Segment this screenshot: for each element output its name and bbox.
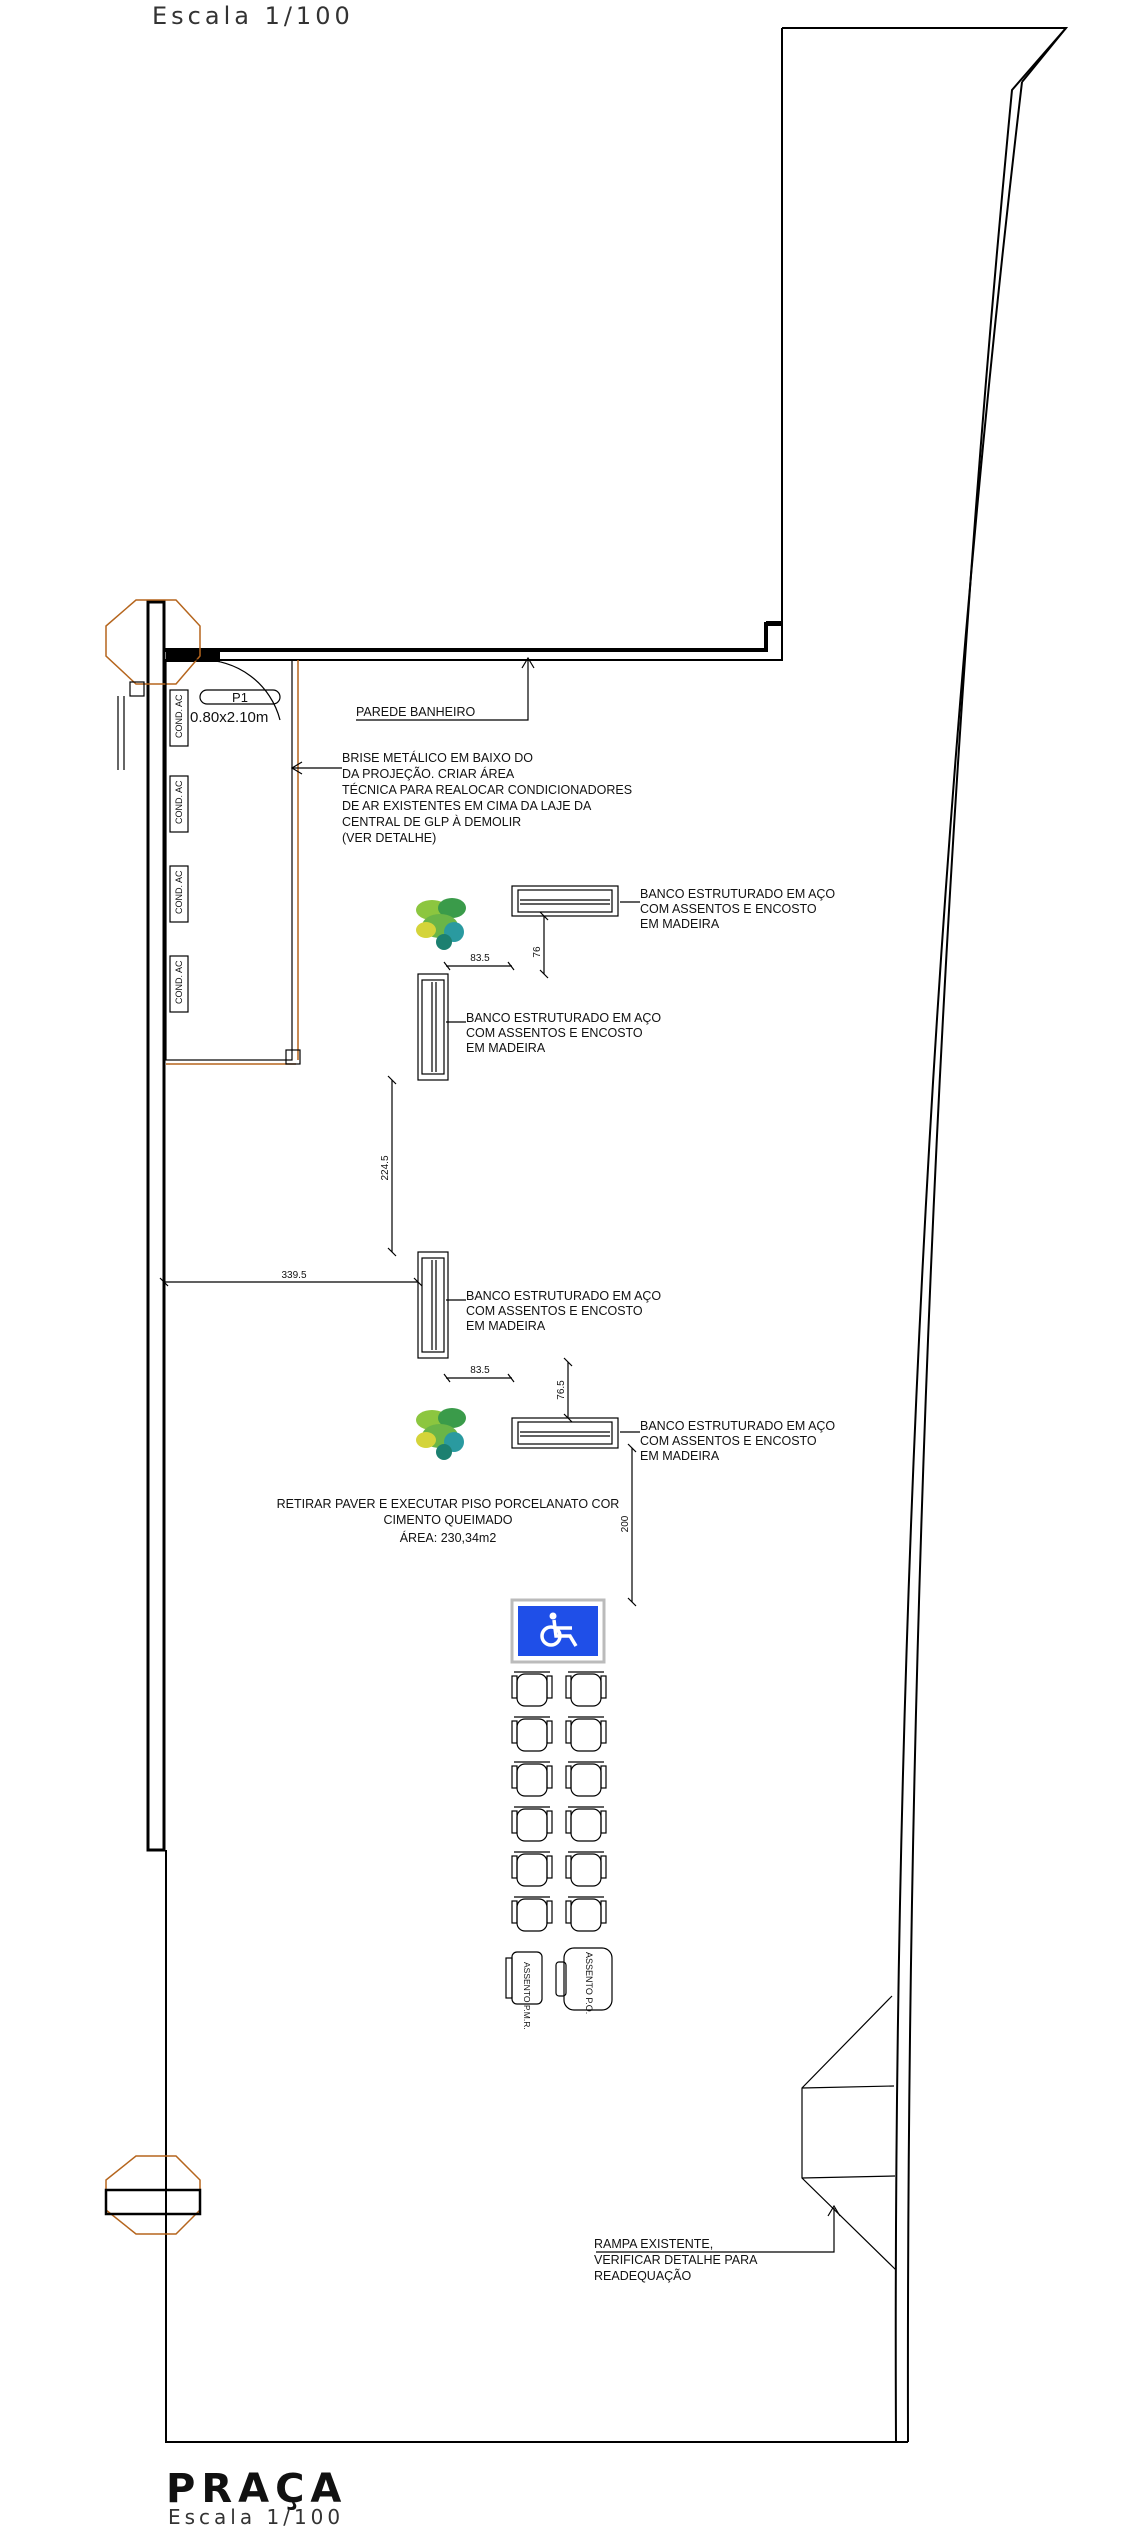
label-parede-banheiro: PAREDE BANHEIRO	[356, 705, 476, 719]
svg-text:EM MADEIRA: EM MADEIRA	[466, 1319, 546, 1333]
bench-3	[417, 1251, 449, 1359]
ac-unit-label: COND. AC	[174, 780, 184, 824]
dimension-label: 76	[532, 946, 543, 958]
chair-icon	[511, 1761, 553, 1797]
label-banco-4: BANCO ESTRUTURADO EM AÇO COM ASSENTOS E …	[640, 1419, 835, 1463]
chair-icon	[565, 1761, 607, 1797]
ramp	[801, 1995, 897, 2271]
dimension-lines: 83.5 76 224.5 339.5 83.5 76.5 200	[159, 911, 637, 1607]
seat-pmr: ASSENTO P.M.R.	[505, 1951, 543, 2030]
chair-icon	[511, 1806, 553, 1842]
column-top	[105, 599, 201, 685]
chair-icon	[511, 1716, 553, 1752]
plaza-boundary	[165, 1850, 908, 2443]
building-outline-right-wall	[766, 28, 783, 623]
svg-text:COM ASSENTOS E ENCOSTO: COM ASSENTOS E ENCOSTO	[640, 902, 817, 916]
door-swing	[199, 659, 281, 721]
dimension-label: 224.5	[380, 1155, 391, 1180]
chair-icon	[511, 1851, 553, 1887]
svg-text:DA PROJEÇÃO. CRIAR ÁREA: DA PROJEÇÃO. CRIAR ÁREA	[342, 766, 515, 781]
svg-text:ASSENTO P.O.: ASSENTO P.O.	[584, 1952, 594, 2014]
curb-inner	[894, 81, 1023, 2443]
column-bottom	[105, 2155, 201, 2235]
label-banco-1: BANCO ESTRUTURADO EM AÇO COM ASSENTOS E …	[640, 887, 835, 931]
chair-icon	[511, 1671, 553, 1707]
ac-unit-label: COND. AC	[174, 694, 184, 738]
wall-solid-segment	[166, 652, 220, 662]
leader-parede	[356, 660, 529, 721]
leader-rampa	[596, 2208, 835, 2253]
ac-unit-label: COND. AC	[174, 870, 184, 914]
svg-text:COM ASSENTOS E ENCOSTO: COM ASSENTOS E ENCOSTO	[466, 1304, 643, 1318]
dimension-label: 83.5	[470, 953, 490, 964]
svg-text:TÉCNICA PARA REALOCAR CONDICIO: TÉCNICA PARA REALOCAR CONDICIONADORES	[342, 782, 632, 797]
svg-text:RETIRAR PAVER E EXECUTAR PISO: RETIRAR PAVER E EXECUTAR PISO PORCELANAT…	[277, 1497, 620, 1511]
label-banco-3: BANCO ESTRUTURADO EM AÇO COM ASSENTOS E …	[466, 1289, 661, 1333]
plant-icon	[416, 898, 466, 950]
dimension-label: 339.5	[281, 1270, 306, 1281]
svg-text:ÁREA: 230,34m2: ÁREA: 230,34m2	[400, 1530, 497, 1545]
chair-icon	[511, 1896, 553, 1932]
door-tag: P1	[232, 690, 248, 705]
bench-1	[511, 885, 619, 917]
plant-icon	[416, 1408, 466, 1460]
label-piso: RETIRAR PAVER E EXECUTAR PISO PORCELANAT…	[277, 1497, 620, 1545]
svg-text:BANCO ESTRUTURADO EM AÇO: BANCO ESTRUTURADO EM AÇO	[640, 887, 835, 901]
svg-text:COM ASSENTOS E ENCOSTO: COM ASSENTOS E ENCOSTO	[640, 1434, 817, 1448]
svg-text:EM MADEIRA: EM MADEIRA	[640, 1449, 720, 1463]
bathroom-wall-inner	[164, 622, 783, 661]
dimension-label: 200	[620, 1515, 631, 1532]
chair-icon	[565, 1806, 607, 1842]
facade-wall	[146, 600, 166, 1852]
door-tag-box	[199, 689, 281, 705]
projection-column	[285, 1049, 301, 1065]
svg-text:ASSENTO P.M.R.: ASSENTO P.M.R.	[522, 1962, 532, 2030]
drawing-title: PRAÇA	[166, 2466, 347, 2512]
chair-icon	[565, 1896, 607, 1932]
seat-po: ASSENTO P.O.	[555, 1947, 613, 2014]
scale-top: Escala 1/100	[152, 2, 354, 30]
door-size: 0.80x2.10m	[190, 709, 268, 726]
svg-text:READEQUAÇÃO: READEQUAÇÃO	[594, 2269, 692, 2283]
svg-text:EM MADEIRA: EM MADEIRA	[466, 1041, 546, 1055]
svg-text:COM ASSENTOS E ENCOSTO: COM ASSENTOS E ENCOSTO	[466, 1026, 643, 1040]
chair-icon	[565, 1851, 607, 1887]
building-outline-top	[782, 27, 1069, 83]
label-banco-2: BANCO ESTRUTURADO EM AÇO COM ASSENTOS E …	[466, 1011, 661, 1055]
label-rampa: RAMPA EXISTENTE, VERIFICAR DETALHE PARA …	[594, 2237, 758, 2283]
bathroom-wall	[164, 622, 782, 652]
chair-icon	[565, 1716, 607, 1752]
svg-text:BRISE METÁLICO EM BAIXO DO: BRISE METÁLICO EM BAIXO DO	[342, 750, 533, 765]
svg-text:CIMENTO QUEIMADO: CIMENTO QUEIMADO	[384, 1513, 513, 1527]
ac-unit-label: COND. AC	[174, 960, 184, 1004]
svg-text:BANCO ESTRUTURADO EM AÇO: BANCO ESTRUTURADO EM AÇO	[640, 1419, 835, 1433]
svg-text:RAMPA EXISTENTE,: RAMPA EXISTENTE,	[594, 2237, 713, 2251]
bench-4	[511, 1417, 619, 1449]
svg-text:CENTRAL DE GLP À DEMOLIR: CENTRAL DE GLP À DEMOLIR	[342, 814, 521, 829]
curb-outer	[906, 27, 1067, 2443]
chair-icon	[565, 1671, 607, 1707]
svg-text:DE AR EXISTENTES EM CIMA DA LA: DE AR EXISTENTES EM CIMA DA LAJE DA	[342, 799, 592, 813]
svg-text:VERIFICAR DETALHE PARA: VERIFICAR DETALHE PARA	[594, 2253, 758, 2267]
bench-2	[417, 973, 449, 1081]
column-base-bottom	[104, 2188, 202, 2216]
seating-rows	[511, 1671, 607, 1932]
svg-text:EM MADEIRA: EM MADEIRA	[640, 917, 720, 931]
column-base-top	[129, 681, 145, 697]
dimension-label: 76.5	[556, 1380, 567, 1400]
svg-text:BANCO ESTRUTURADO EM AÇO: BANCO ESTRUTURADO EM AÇO	[466, 1011, 661, 1025]
ac-units: COND. AC COND. AC COND. AC COND. AC	[169, 689, 189, 1013]
dimension-label: 83.5	[470, 1365, 490, 1376]
svg-text:BANCO ESTRUTURADO EM AÇO: BANCO ESTRUTURADO EM AÇO	[466, 1289, 661, 1303]
svg-text:(VER DETALHE): (VER DETALHE)	[342, 831, 436, 845]
label-brise: BRISE METÁLICO EM BAIXO DO DA PROJEÇÃO. …	[342, 750, 632, 845]
scale-bottom: Escala 1/100	[168, 2505, 344, 2529]
wheelchair-icon	[540, 1619, 578, 1647]
projection-area	[165, 659, 293, 1061]
